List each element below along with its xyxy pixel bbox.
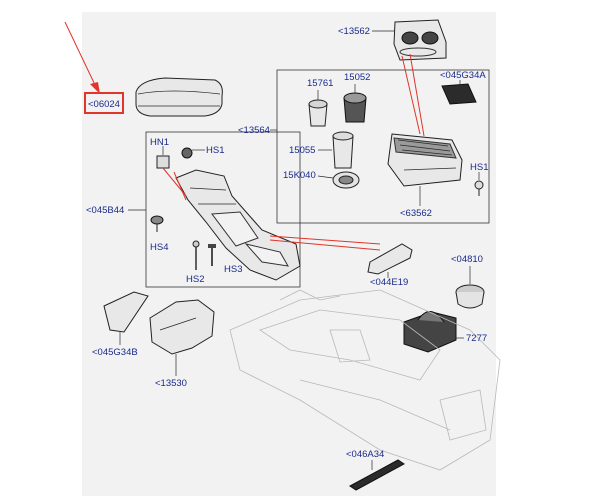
label-15761: 15761: [307, 78, 333, 89]
label-046A34: <046A34: [346, 449, 384, 460]
bezel-15K040-part[interactable]: [332, 171, 360, 189]
label-13564: <13564: [238, 125, 270, 136]
nut-hn1-part[interactable]: [156, 155, 170, 169]
label-63562: <63562: [400, 208, 432, 219]
label-045G34B: <045G34B: [92, 347, 138, 358]
label-045B44: <045B44: [86, 205, 124, 216]
label-7277: 7277: [466, 333, 487, 344]
clip-hs1-right-part[interactable]: [474, 180, 484, 196]
label-15052: 15052: [344, 72, 370, 83]
label-06024: <06024: [88, 99, 120, 110]
support-bracket-part[interactable]: [175, 169, 301, 281]
armrest-lid-part[interactable]: [135, 77, 223, 117]
socket-15055-part[interactable]: [332, 131, 354, 169]
cup-15052-part[interactable]: [343, 92, 367, 123]
label-13562: <13562: [338, 26, 370, 37]
group-frame-13564: [276, 69, 490, 224]
label-hs4: HS4: [150, 242, 168, 253]
group-frame-045B44: [145, 131, 301, 288]
label-hs2: HS2: [186, 274, 204, 285]
mat-045G34B-part[interactable]: [103, 291, 149, 333]
highlight-arrow: [64, 21, 100, 94]
cupholder-insert-part[interactable]: [393, 19, 447, 61]
clip-hs4-part[interactable]: [150, 215, 164, 232]
console-outline: [229, 289, 501, 471]
label-04810: <04810: [451, 254, 483, 265]
bracket-13530-part[interactable]: [149, 299, 215, 355]
cup-04810-part[interactable]: [455, 284, 485, 309]
trim-046A34-part[interactable]: [349, 459, 405, 491]
label-hn1: HN1: [150, 137, 169, 148]
label-hs3: HS3: [224, 264, 242, 275]
label-045G34A: <045G34A: [440, 70, 486, 81]
screw-hs2-part[interactable]: [192, 240, 200, 270]
clip-hs1-left-part[interactable]: [181, 147, 193, 159]
storage-bin-63562-part[interactable]: [387, 133, 463, 187]
highlight-box: [84, 92, 124, 114]
bracket-044E19-part[interactable]: [367, 243, 413, 275]
screw-hs3-part[interactable]: [208, 244, 216, 266]
label-044E19: <044E19: [370, 277, 408, 288]
mat-045G34A-part[interactable]: [441, 83, 477, 105]
cup-15761-part[interactable]: [308, 99, 328, 127]
label-13530: <13530: [155, 378, 187, 389]
label-15K040: 15K040: [283, 170, 316, 181]
shifter-7277-part[interactable]: [403, 311, 457, 353]
label-15055: 15055: [289, 145, 315, 156]
label-hs1-left: HS1: [206, 145, 224, 156]
label-hs1-right: HS1: [470, 162, 488, 173]
